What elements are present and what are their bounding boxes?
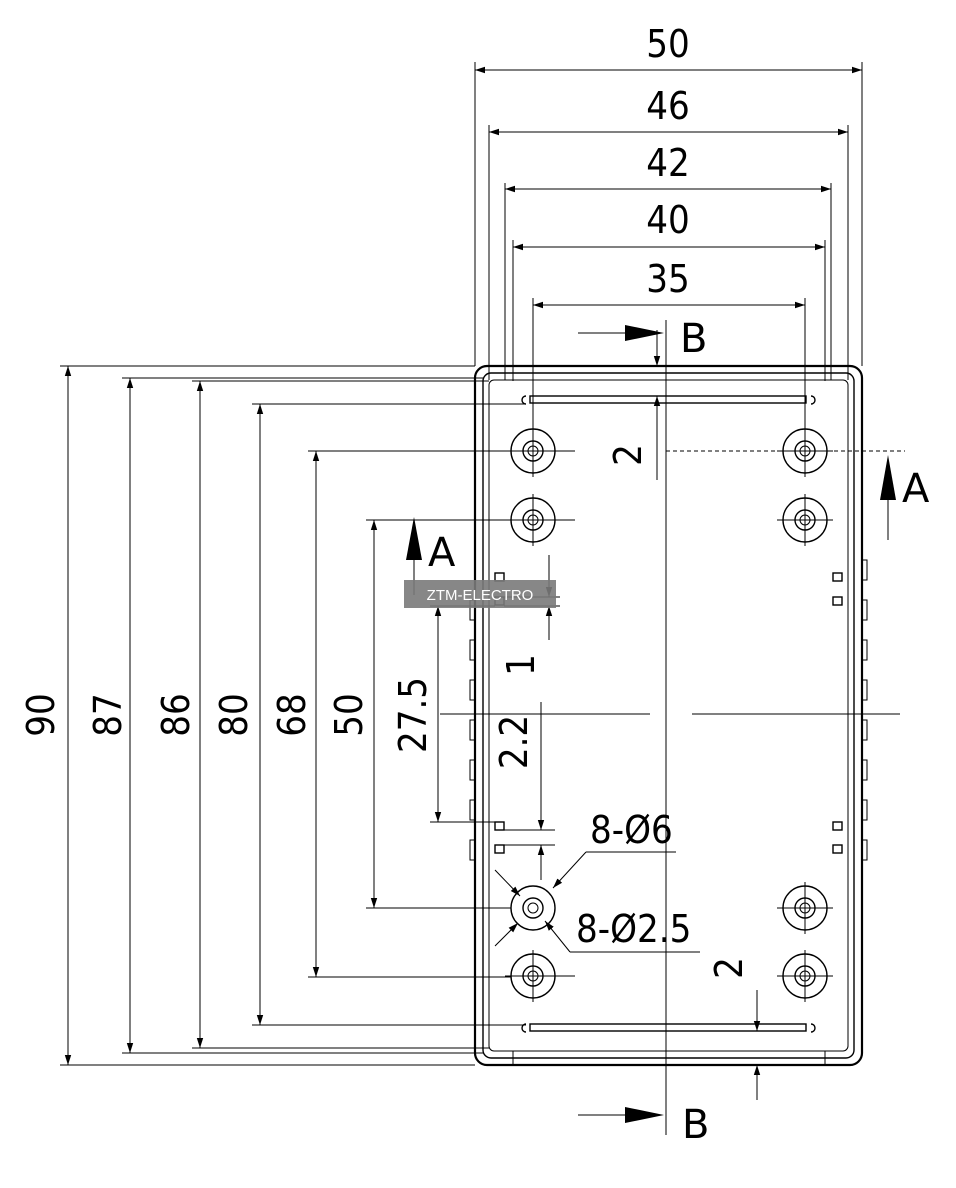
wall-gap-top-label: 2	[606, 444, 650, 466]
width-label-35: 35	[646, 257, 690, 301]
section-a-left-label: A	[428, 530, 456, 576]
enclosure-outline	[469, 364, 868, 1067]
watermark-text: ZTM-ELECTRO	[427, 587, 534, 604]
outer-hole-label: 8-Ø6	[590, 808, 673, 852]
height-label-27-5: 27.5	[391, 677, 435, 753]
width-label-50: 50	[646, 22, 690, 66]
height-label-86: 86	[154, 693, 198, 737]
hole-callouts: 8-Ø6 8-Ø2.5	[494, 808, 700, 953]
width-label-40: 40	[646, 198, 690, 242]
width-dimensions: 50 46 42 40 35	[474, 22, 863, 430]
section-marks: B B A A	[406, 316, 930, 1148]
width-label-46: 46	[646, 84, 690, 128]
height-label-68: 68	[270, 693, 314, 737]
center-lines	[440, 320, 900, 1135]
section-b-bottom-label: B	[682, 1102, 709, 1148]
height-label-90: 90	[19, 693, 63, 737]
wall-gap-bottom-label: 2	[707, 957, 751, 979]
detail-dimensions: 2 2 1 2.2	[492, 330, 905, 1100]
section-b-top-label: B	[680, 316, 707, 362]
section-a-right-label: A	[902, 466, 930, 512]
height-dimensions: 90 87 86 80 68 50 27.5	[19, 365, 526, 1066]
height-label-80: 80	[212, 693, 256, 737]
rib-1-label: 1	[499, 654, 543, 676]
rib-2-2-label: 2.2	[492, 715, 536, 769]
watermark: ZTM-ELECTRO	[404, 580, 556, 608]
inner-hole-label: 8-Ø2.5	[576, 907, 691, 951]
width-label-42: 42	[646, 141, 690, 185]
height-label-87: 87	[86, 693, 130, 737]
height-label-50: 50	[327, 693, 371, 737]
